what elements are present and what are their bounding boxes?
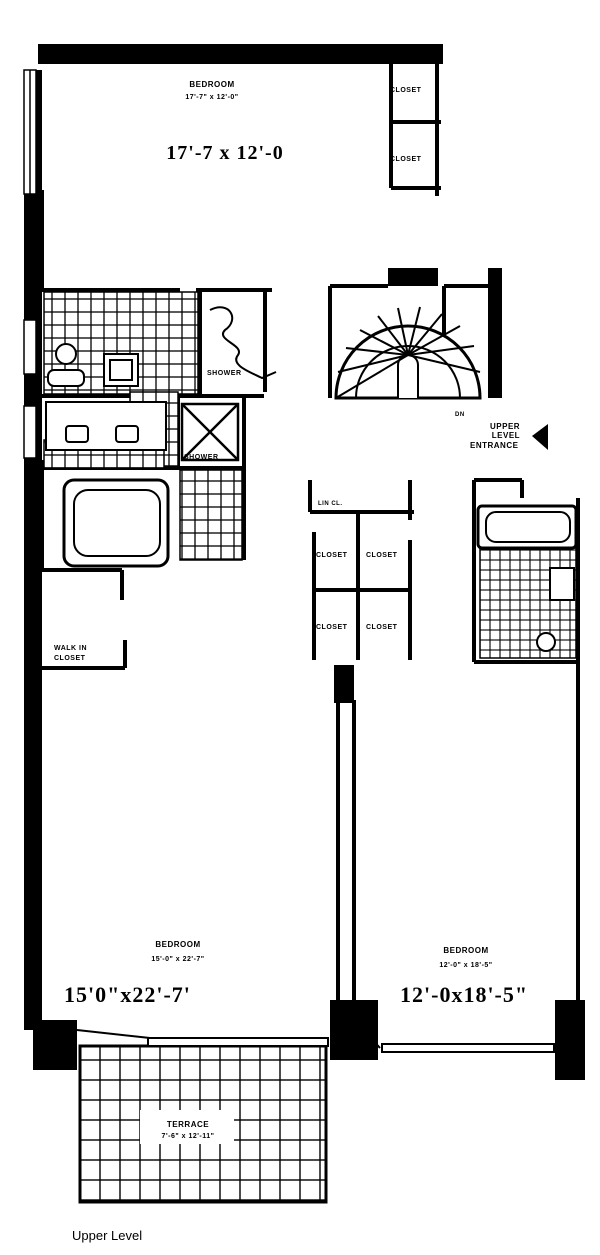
terrace-label-bg [140,1110,234,1144]
sliding-doors [147,1037,555,1053]
terrace-name: TERRACE [166,1120,210,1129]
handwriting-scribble [209,306,277,380]
entrance-line: LEVEL [491,431,521,440]
entrance-line: UPPER [490,422,521,431]
closet-label: CLOSET [366,624,398,631]
entrance-arrow [532,424,548,450]
closet-label: CLOSET [316,552,348,559]
exterior-walls [24,44,585,1080]
stair-down-label: DN [455,412,465,418]
bath-fixtures [45,343,170,568]
hall-closets [308,480,414,660]
bedroom-left-name: BEDROOM [155,940,201,949]
upper-level-entrance-label: UPPER LEVEL [490,422,520,440]
bedroom-right-dims-hand: 12'-0x18'-5" [400,982,529,1007]
walk-in-line: WALK IN [54,645,88,652]
plan-caption: Upper Level [72,1228,143,1243]
closet-label: CLOSET [390,156,422,163]
bedroom-right-name: BEDROOM [443,946,489,955]
entrance-line: ENTRANCE [470,441,519,450]
closet-label: CLOSET [390,87,422,94]
shower-label: SHOWER [207,370,242,377]
bedroom-left-dims-hand: 15'0"x22'-7' [64,982,191,1007]
closet-label: CLOSET [316,624,348,631]
bedroom-top-dims-hand: 17'-7 x 12'-0 [166,142,284,164]
top-closets [389,64,441,196]
walk-in-closet-label: WALK IN CLOSET [54,644,87,664]
shower-label: SHOWER [184,454,219,461]
walk-in-line: CLOSET [54,655,86,662]
bedroom-top-dims: 17'-7" x 12'-0" [185,94,239,101]
terrace-dims: 7'-6" x 12'-11" [161,1133,215,1140]
shower-stall [180,402,240,462]
bath2-tile-floor [479,547,577,659]
windows-left [23,69,37,459]
bath2-fixtures [476,504,578,652]
closet-label: CLOSET [366,552,398,559]
bedroom-left-dims: 15'-0" x 22'-7" [151,956,205,963]
bedroom-right-dims: 12'-0" x 18'-5" [439,962,493,969]
bath-tile-floor-3 [179,469,243,561]
bedroom-top-name: BEDROOM [189,80,235,89]
linen-closet-label: LIN CL. [318,501,343,507]
spiral-staircase [334,306,482,400]
